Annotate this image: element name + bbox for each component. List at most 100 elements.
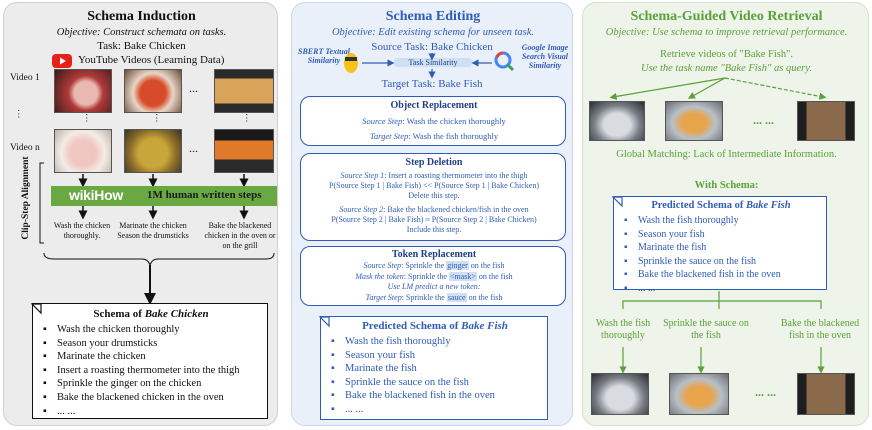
step-action: Delete this step. [408,191,460,200]
panel-title: Schema Induction [87,9,196,24]
highlighted-token: ginger [446,261,469,270]
source-step-label: Source Step [362,116,403,126]
box-title: Object Replacement [390,100,478,111]
global-matching-text: Global Matching: Lack of Intermediate In… [616,149,837,160]
step-text: : Bake the blackened chicken/fish in the… [383,205,529,214]
video-thumbnail [214,69,274,113]
step-action: Include this step. [406,225,462,234]
predicted-schema-list: Wash the fish thoroughly Season your fis… [327,335,495,417]
step-text: Marinate the chicken Season the drumstic… [117,221,189,240]
predicted-schema-list: Wash the fish thoroughly Season your fis… [620,214,781,296]
video-thumbnail [797,373,855,415]
step-text: on the fish [466,292,503,302]
task-similarity: Task Similarity [394,58,472,67]
list-item: ... ... [620,282,781,296]
thumb-vdots: ⋮ [242,114,252,124]
schema-title-task: Bake Fish [461,320,508,332]
source-step-text: : Wash the chicken thoroughly [402,116,506,126]
panel-objective: Objective: Edit existing schema for unse… [331,27,535,38]
schema-title-task: Bake Chicken [144,308,209,320]
query-text: Use the task name "Bake Fish" as query. [641,63,812,74]
step-text: : Sprinkle the [401,292,447,302]
video-thumbnail [665,101,723,141]
retrieve-text: Retrieve videos of "Bake Fish". [659,49,794,60]
step-text: Bake the blackened chicken in the oven o… [204,221,276,250]
object-replacement-box: Object Replacement Source Step: Wash the… [300,96,566,146]
youtube-label: YouTube Videos (Learning Data) [78,54,225,66]
video-thumbnail [124,69,182,113]
box-title: Step Deletion [405,157,463,168]
page-fold-icon [318,316,330,328]
step-text: on the fish [468,261,505,270]
ellipsis: ... ... [753,113,774,127]
step-label: Bake the blackened fish in the oven [780,318,860,341]
target-step-text: : Wash the fish thoroughly [408,131,499,141]
highlighted-token: sauce [446,292,467,302]
step-text: : Sprinkle the [403,271,449,281]
google-icon [494,51,514,71]
step-label: Mask the token [355,271,404,281]
video-thumbnail [797,101,855,141]
list-item: Sprinkle the sauce on the fish [327,376,495,390]
predicted-schema-card: Predicted Schema of Bake Fish Wash the f… [613,196,828,295]
youtube-row: YouTube Videos (Learning Data) [52,54,272,68]
video-thumbnail [54,129,112,173]
retrieval-arrows [609,77,827,374]
list-item: Bake the blackened fish in the oven [620,268,781,282]
list-item: ... ... [327,403,495,417]
induction-arrows [39,162,275,305]
schema-title: Predicted Schema of Bake Fish [614,200,828,211]
video-n-label: Video n [10,143,40,153]
step-label: Source Step 1 [340,171,385,180]
list-item: Sprinkle the ginger on the chicken [39,377,240,391]
page-fold-icon [30,303,42,315]
deletion-step-2: Source Step 2: Bake the blackened chicke… [301,205,567,235]
video-thumbnail [589,101,645,141]
list-item: Bake the blackened chicken in the oven [39,391,240,405]
video-thumbnail [54,69,112,113]
video-thumbnail [591,373,649,415]
ellipsis: ... [189,141,198,155]
wikihow-bar: wikiHow 1M human written steps [51,186,277,206]
schema-title-prefix: Predicted Schema of [651,200,746,211]
list-item: Marinate the fish [620,241,781,255]
task-label: Task: Bake Chicken [97,40,186,52]
box-title: Token Replacement [391,249,477,260]
panel-objective: Objective: Construct schemata on tasks. [56,27,227,38]
source-step: Source Step: Wash the chicken thoroughly [301,116,567,126]
target-task: Target Task: Bake Fish [381,78,483,90]
list-item: ... ... [39,405,240,419]
with-schema-label: With Schema: [694,180,759,191]
wikihow-text: 1M human written steps [147,189,262,201]
deletion-step-1: Source Step 1: Insert a roasting thermom… [301,171,567,201]
ellipsis: ... ... [755,385,776,399]
google-label: Google Image Search Visual Similarity [521,43,569,70]
schema-title: Predicted Schema of Bake Fish [321,320,549,332]
ellipsis: ... [189,81,198,95]
schema-induction-panel: Schema Induction Objective: Construct sc… [3,2,278,426]
panel-objective: Objective: Use schema to improve retriev… [605,27,848,38]
step-text: on the fish [476,271,513,281]
clip-step-label: Clip-Step Alignment [21,156,31,240]
schema-list: Wash the chicken thoroughly Season your … [39,323,240,418]
token-replacement-box: Token Replacement Source Step: Sprinkle … [300,246,566,306]
thumb-vdots: ⋮ [152,114,162,124]
step-prob: P(Source Step 2 | Bake Fish) ≈ P(Source … [331,215,537,224]
predicted-schema-card: Predicted Schema of Bake Fish Wash the f… [320,316,548,420]
step-prob: P(Source Step 1 | Bake Fish) << P(Source… [329,181,539,190]
step-label: Wash the fish thoroughly [595,318,651,341]
schema-title-task: Bake Fish [745,200,791,211]
video-thumbnail [124,129,182,173]
panel-title: Schema-Guided Video Retrieval [630,9,823,24]
list-item: Bake the blackened fish in the oven [327,389,495,403]
schema-title-prefix: Schema of [93,308,145,320]
step-text: : Insert a roasting thermometer into the… [384,171,528,180]
list-item: Insert a roasting thermometer into the t… [39,364,240,378]
thumb-vdots: ⋮ [82,114,92,124]
step-label: Source Step [363,261,402,270]
wikihow-logo: wikiHow [69,187,123,203]
list-item: Season your fish [327,349,495,363]
video-thumbnail [669,373,729,415]
token-steps: Source Step: Sprinkle the ginger on the … [301,261,567,303]
source-task: Source Task: Bake Chicken [371,41,493,53]
